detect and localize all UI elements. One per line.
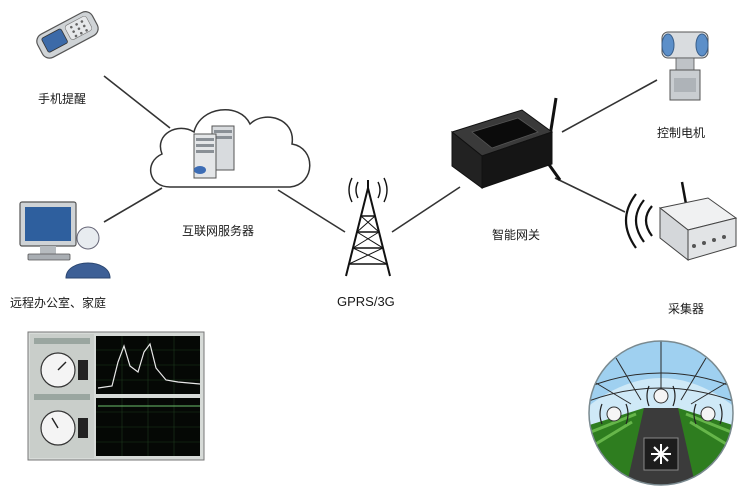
- phone-label: 手机提醒: [38, 92, 87, 106]
- gateway-label: 智能网关: [492, 228, 541, 242]
- control-motor-icon: [661, 31, 709, 101]
- greenhouse-illustration: [588, 340, 734, 486]
- link-gateway-collector: [554, 177, 626, 213]
- collector-label: 采集器: [668, 302, 705, 316]
- link-gateway-motor: [561, 79, 658, 133]
- cell-tower-icon: [345, 177, 391, 277]
- mobile-phone-icon: [36, 11, 99, 59]
- tower-label: GPRS/3G: [337, 294, 395, 309]
- server-label: 互联网服务器: [182, 224, 255, 238]
- monitoring-dashboard-image: [27, 331, 205, 461]
- link-cloud-tower: [277, 189, 346, 233]
- link-remote-cloud: [103, 187, 163, 223]
- remote-label: 远程办公室、家庭: [10, 296, 107, 310]
- computer-user-icon: [19, 201, 111, 279]
- gateway-device-icon: [450, 97, 562, 189]
- server-icon: [193, 125, 235, 179]
- link-phone-cloud: [103, 75, 171, 129]
- link-tower-gateway: [391, 186, 461, 233]
- motor-label: 控制电机: [657, 126, 706, 140]
- collector-device-icon: [624, 181, 738, 262]
